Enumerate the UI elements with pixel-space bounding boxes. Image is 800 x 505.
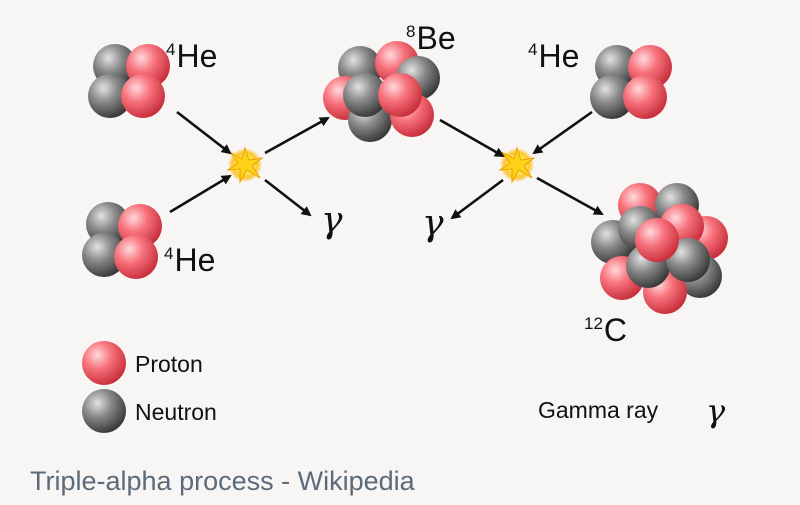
helium-4-nucleus-top [88, 44, 170, 118]
arrow-flash-to-carbon [536, 176, 604, 216]
label-c12: 12C [584, 314, 627, 346]
mass-number: 4 [164, 244, 174, 263]
carbon-12-nucleus [591, 183, 728, 314]
mass-number: 8 [406, 22, 416, 41]
arrow-flash-to-gamma-right [450, 178, 504, 220]
reaction-arrows [169, 110, 604, 220]
arrow-he-top-to-flash [176, 110, 232, 155]
fusion-flash-icon-right [498, 146, 536, 184]
arrow-flash-to-be [264, 116, 330, 155]
element-symbol: He [538, 38, 580, 74]
gamma-symbol-left: γ [321, 200, 343, 241]
label-he4-bottom: 4He [164, 244, 215, 276]
mass-number: 12 [584, 314, 603, 333]
source-caption: Triple-alpha process - Wikipedia [30, 466, 415, 496]
legend-proton-icon [82, 341, 126, 385]
arrow-he-bottom-to-flash [169, 174, 232, 214]
helium-4-nucleus-right [590, 45, 672, 119]
legend-proton-label: Proton [135, 351, 203, 377]
gamma-symbol-right: γ [422, 203, 444, 244]
arrow-flash-to-gamma-left [264, 178, 312, 217]
legend-gamma-label: Gamma ray [538, 399, 658, 422]
mass-number: 4 [166, 40, 176, 59]
label-be8: 8Be [406, 22, 456, 54]
element-symbol: He [174, 242, 216, 278]
legend-gamma-text: Gamma ray [538, 397, 659, 423]
fusion-flash-icon-left [226, 146, 264, 184]
label-he4-top: 4He [166, 40, 217, 72]
arrow-he-right-to-flash [532, 110, 593, 155]
legend-neutron-icon [82, 389, 126, 433]
element-symbol: Be [416, 20, 456, 56]
label-he4-right: 4He [528, 40, 579, 72]
helium-4-nucleus-bottom [82, 202, 162, 279]
element-symbol: C [603, 312, 628, 348]
arrow-be-to-flash [439, 118, 505, 158]
legend-neutron-label: Neutron [135, 399, 217, 425]
element-symbol: He [176, 38, 218, 74]
beryllium-8-nucleus [323, 41, 440, 142]
mass-number: 4 [528, 40, 538, 59]
legend-gamma-symbol: γ [706, 392, 726, 430]
